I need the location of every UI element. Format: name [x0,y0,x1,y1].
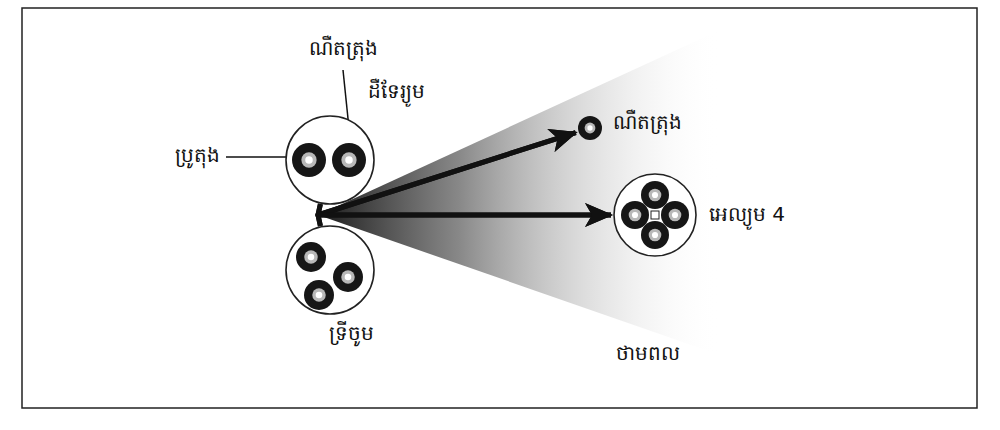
particle-ball [332,143,366,177]
circle-outline [613,173,697,257]
particle-core [652,192,658,198]
particle-label: ទ្រីចូម [329,320,374,346]
particle-ring [629,209,642,222]
particle-ball [578,116,602,140]
part-label: ណឺតត្រុង [309,35,378,61]
particle-ring [312,288,326,302]
frame [22,8,977,408]
circle-outline [285,115,375,205]
particle-ring [301,152,316,167]
particle-core [305,156,312,163]
part-label: ថាមពល [616,340,680,366]
particle-ring [585,123,596,134]
particle-circle: អេល្យូម 4 [613,173,697,257]
particle-circle: ណឺតត្រុង [577,115,603,141]
energy-wedge [318,30,720,355]
particle-ball [333,262,363,292]
particle-ball [304,280,334,310]
particle-core [632,212,638,218]
particle-ring [341,152,356,167]
particle-circle: ទ្រីចូម [285,225,375,315]
particle-ring [649,229,662,242]
circle-outline [285,225,375,315]
nucleus-outline [286,226,374,314]
particle-ball [296,242,326,272]
particle-core [652,232,658,238]
particle-ball [292,143,326,177]
particle-core [587,125,592,130]
particle-core [316,292,323,299]
circle-outline [577,115,603,141]
particle-core [345,274,352,281]
particle-core [672,212,678,218]
leader-line [226,156,290,158]
particle-label: អេល្យូម 4 [709,201,785,227]
particle-core [345,156,352,163]
particle-ring [649,189,662,202]
nucleus-outline [286,116,374,204]
part-label: ប្រូតុង [175,142,220,168]
particle-label: ដឺទែរ្យូម [368,78,425,104]
particle-circle: ដឺទែរ្យូម [285,115,375,205]
particle-ring [341,270,355,284]
center-square [651,211,659,219]
particle-core [308,254,315,261]
nucleus-outline [614,174,696,256]
particle-ball [641,221,669,249]
particle-ring [669,209,682,222]
reaction-arrow [318,215,611,226]
particle-ball [661,201,689,229]
particle-label: ណឺតត្រុង [613,109,682,135]
particle-ring [304,250,318,264]
particle-ball [621,201,649,229]
particle-ball [641,181,669,209]
